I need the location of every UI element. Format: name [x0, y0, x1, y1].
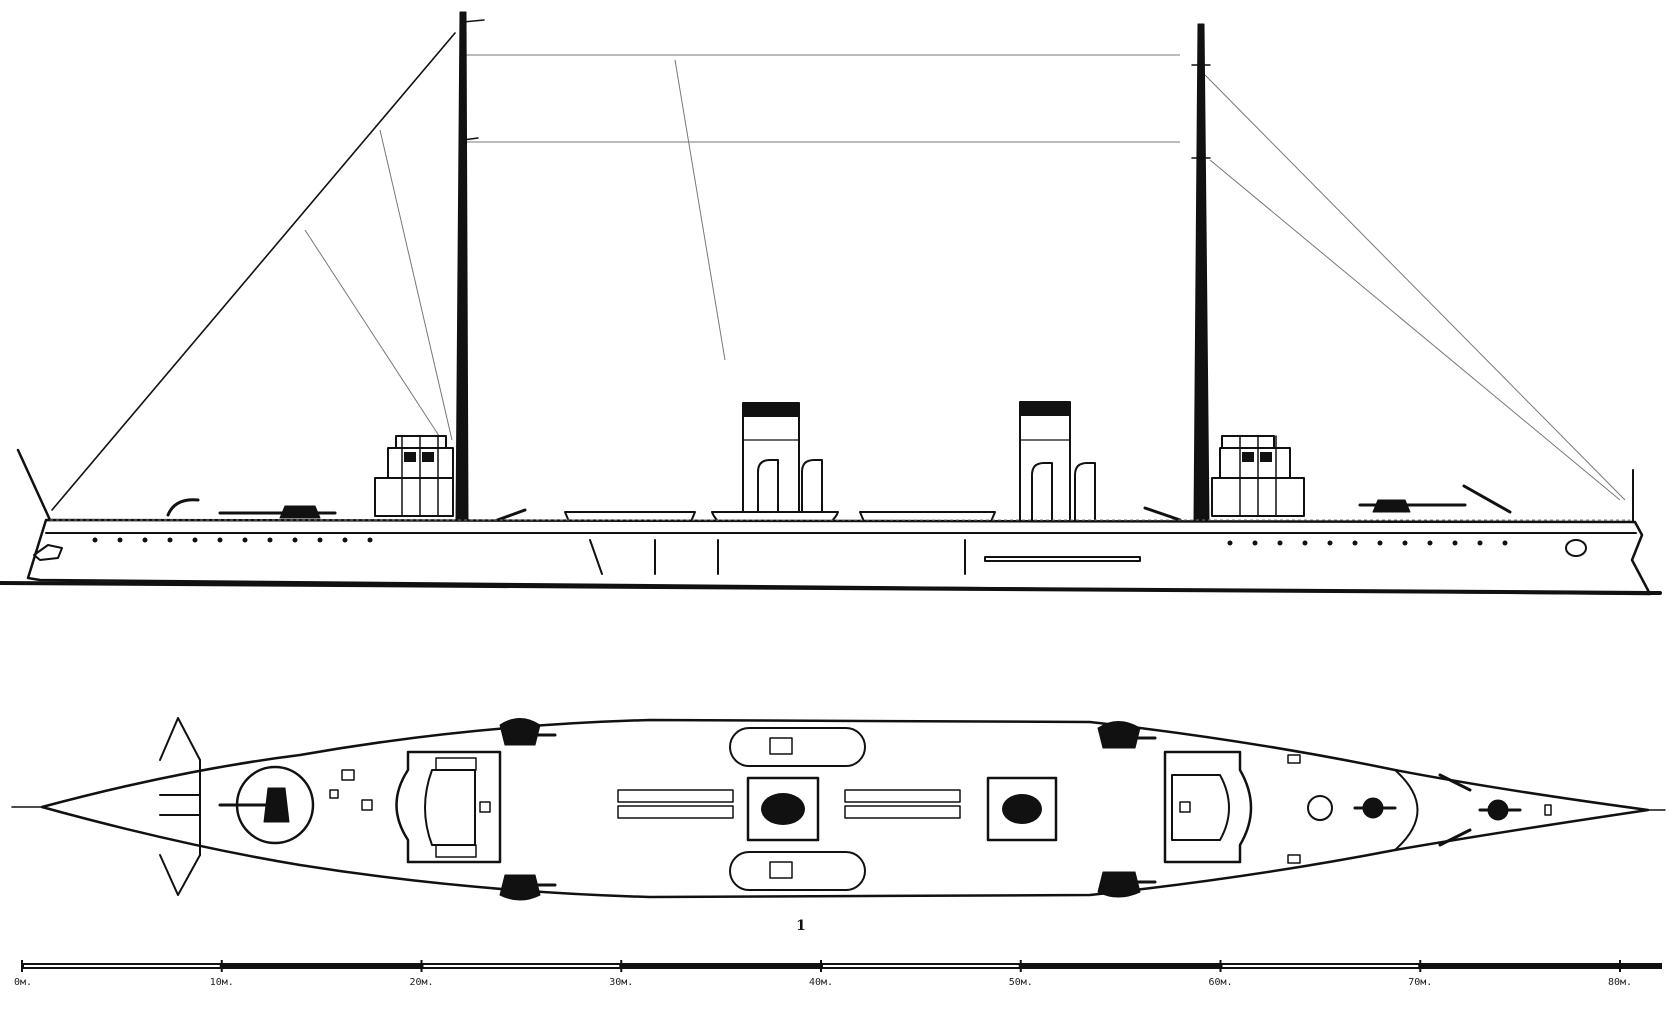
scale-label: 40м.	[809, 977, 833, 988]
forward-superstructure	[329, 750, 502, 864]
aft-superstructure	[1163, 750, 1552, 864]
scale-segment	[623, 965, 819, 967]
plan-funnels	[746, 776, 1058, 842]
scale-label: 80м.	[1608, 977, 1632, 988]
side-guns	[166, 484, 1512, 524]
scale-label: 70м.	[1408, 977, 1432, 988]
portholes	[92, 537, 1508, 546]
forward-bridge	[374, 435, 454, 517]
forward-gun-mount	[159, 765, 315, 845]
scale-segment	[1422, 965, 1618, 967]
scale-label: 10м.	[210, 977, 234, 988]
hull-side	[0, 448, 1662, 596]
scale-segment	[823, 965, 1019, 967]
scale-segment	[223, 965, 420, 967]
figure-label: 1	[796, 918, 806, 934]
ventilators	[757, 459, 1096, 536]
scale-segment	[423, 965, 620, 967]
scale-label: 30м.	[609, 977, 633, 988]
plan-sponsons	[499, 718, 1157, 901]
deck-plan: 1	[11, 717, 1666, 934]
scale-segment	[1222, 965, 1419, 967]
scale-label: 0м.	[14, 977, 32, 988]
side-elevation	[0, 11, 1662, 596]
scale-label: 20м.	[410, 977, 434, 988]
masts	[455, 11, 1211, 521]
scale-segment	[24, 965, 220, 967]
aft-bridge	[1211, 435, 1305, 517]
scale-segment	[1022, 965, 1219, 967]
rigging	[51, 32, 1626, 511]
scale-label: 60м.	[1209, 977, 1233, 988]
scale-label: 50м.	[1009, 977, 1033, 988]
scale-bar: 0м. 10м. 20м. 30м. 40м. 50м. 60м. 70м. 80м.	[14, 960, 1662, 988]
plan-boats	[617, 727, 961, 891]
